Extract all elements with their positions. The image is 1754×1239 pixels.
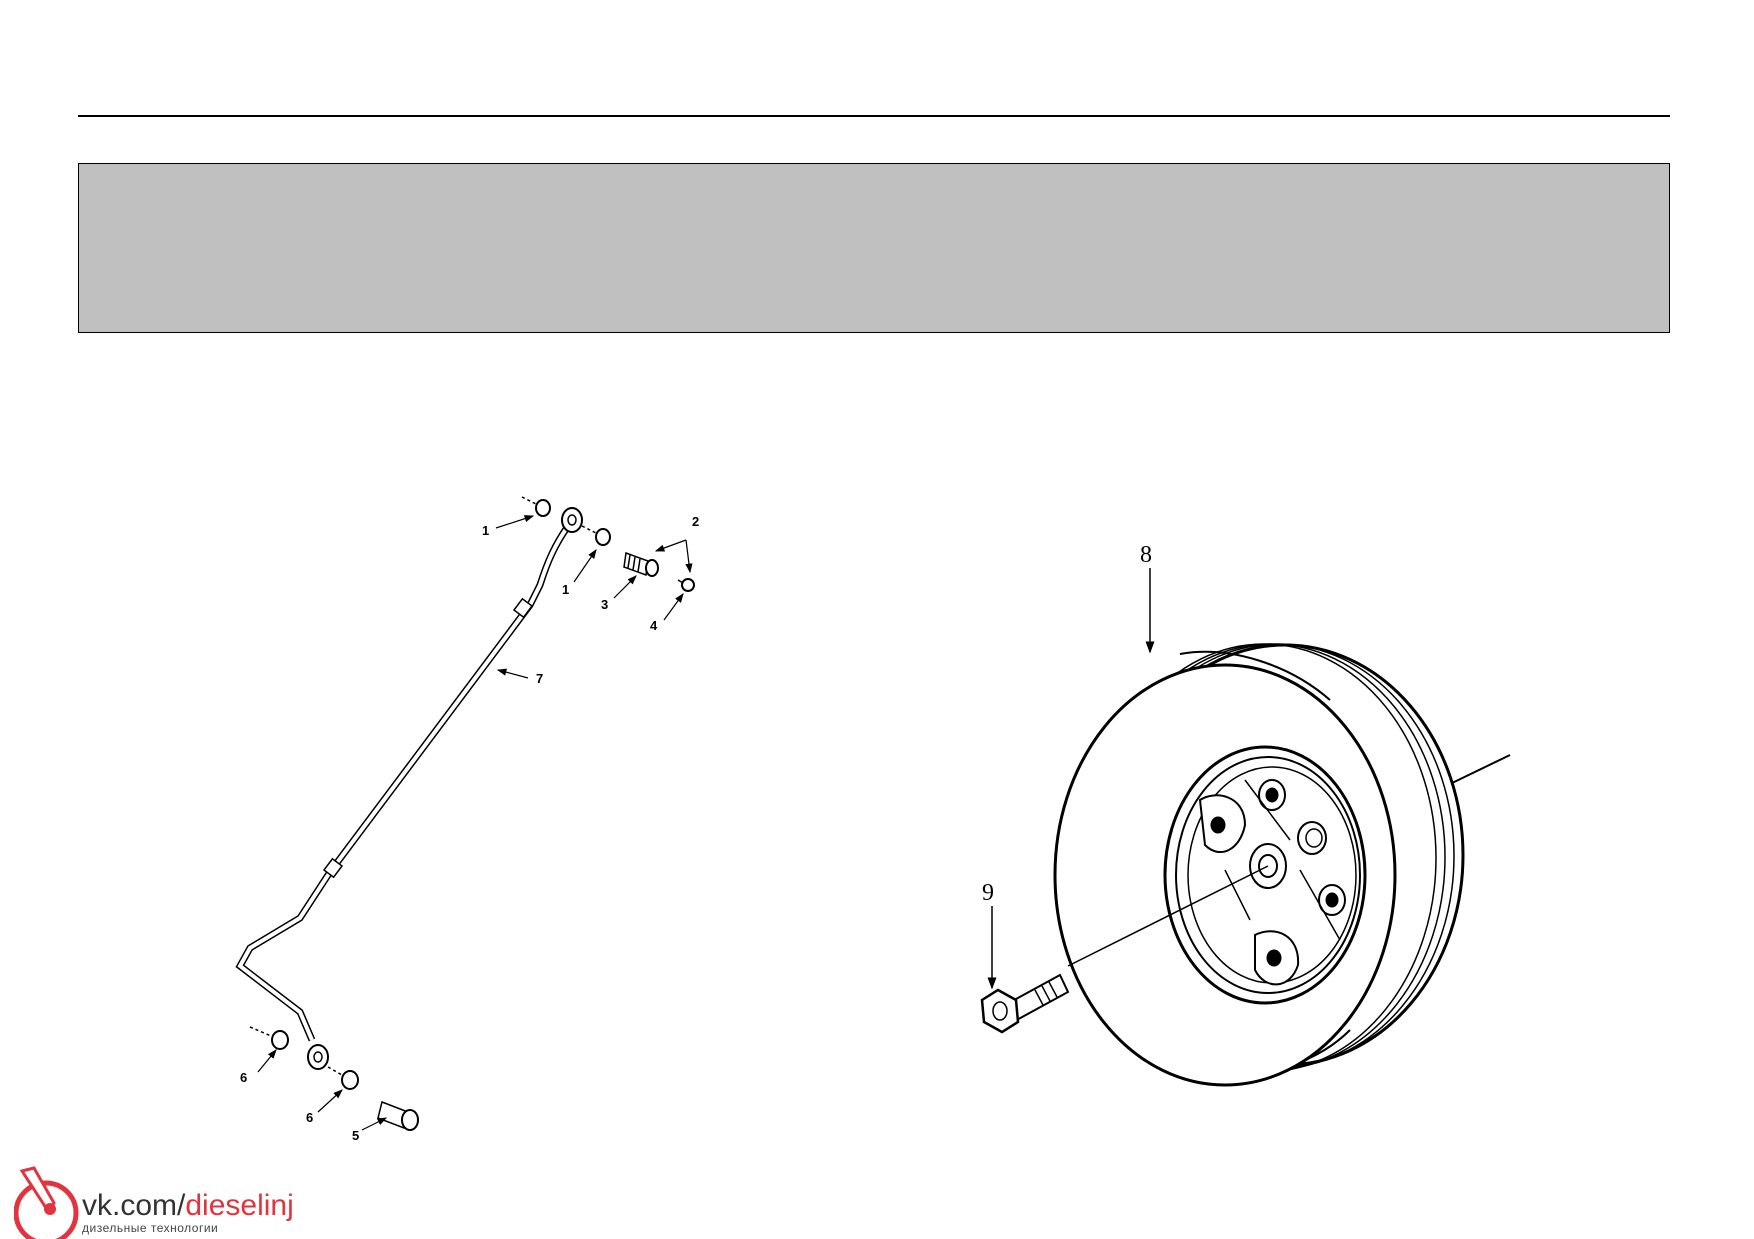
oil-pipe-assembly (235, 496, 695, 1131)
callout-2: 2 (692, 514, 699, 529)
callout-4: 4 (650, 618, 658, 633)
header-banner (78, 163, 1670, 333)
callout-8: 8 (1140, 542, 1152, 568)
callout-3: 3 (601, 597, 608, 612)
watermark-subtitle: дизельные технологии (82, 1221, 219, 1235)
watermark: vk.com/dieselinj дизельные технологии (82, 1189, 294, 1236)
callout-6-left: 6 (240, 1070, 247, 1085)
header-rule (78, 115, 1670, 117)
callout-9: 9 (982, 880, 994, 906)
callout-1-lower: 1 (562, 582, 569, 597)
callout-1-upper: 1 (482, 523, 489, 538)
crankshaft-pulley (1053, 643, 1511, 1087)
right-leaders (987, 568, 1155, 990)
pulley-bolt (980, 865, 1269, 1034)
dieselinj-logo-icon (14, 1166, 79, 1239)
watermark-url[interactable]: vk.com/dieselinj (82, 1189, 294, 1222)
callout-7: 7 (536, 671, 543, 686)
callout-5: 5 (352, 1128, 359, 1143)
callout-6-right: 6 (306, 1110, 313, 1125)
left-leaders (257, 515, 693, 1131)
